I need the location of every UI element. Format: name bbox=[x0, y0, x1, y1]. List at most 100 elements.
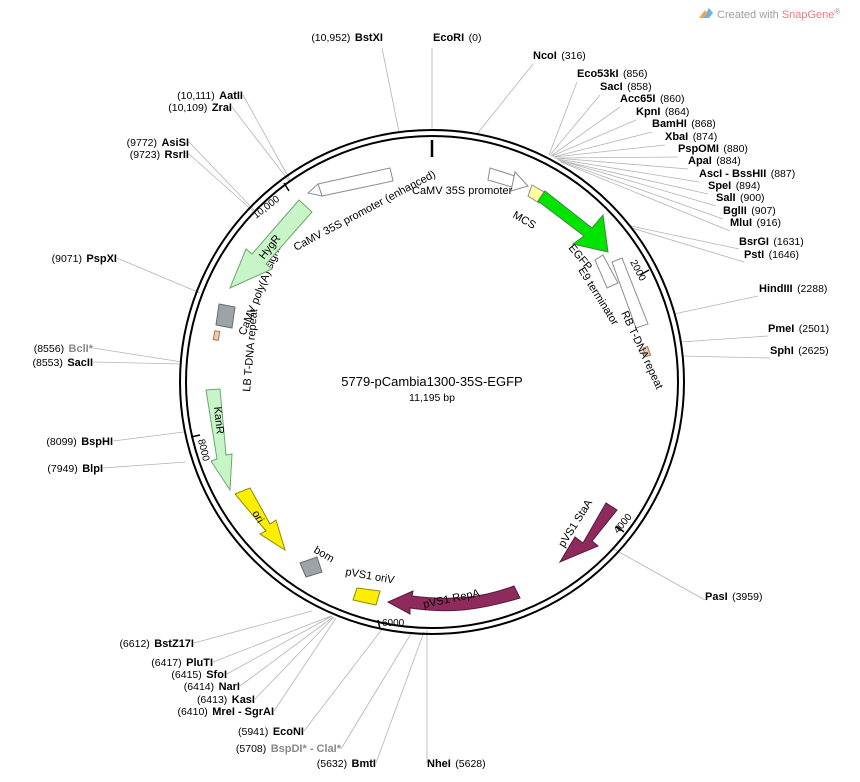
site-name: BclI* bbox=[69, 343, 94, 355]
site-name: Eco53kI bbox=[577, 68, 619, 80]
features: CaMV 35S promoter (enhanced) CaMV 35S pr… bbox=[205, 167, 665, 615]
site-position: (6612) bbox=[119, 638, 149, 650]
site-position: (0) bbox=[469, 32, 482, 44]
restriction-site-label: (7949) BlpI bbox=[47, 459, 103, 476]
site-position: (9071) bbox=[52, 253, 82, 265]
site-name: MluI bbox=[730, 217, 752, 229]
site-name: PasI bbox=[705, 591, 728, 603]
site-name: MreI - SgrAI bbox=[212, 706, 274, 718]
restriction-site-label: BamHI (868) bbox=[652, 114, 716, 131]
site-position: (916) bbox=[756, 217, 781, 229]
site-position: (6417) bbox=[151, 657, 181, 669]
feature-hygr: HygR bbox=[229, 199, 313, 289]
site-name: XbaI bbox=[665, 131, 688, 143]
restriction-site-label: (5941) EcoNI bbox=[238, 722, 304, 739]
site-leader-line bbox=[212, 615, 332, 663]
feature-kanr: KanR bbox=[205, 388, 233, 492]
site-name: AatII bbox=[219, 90, 243, 102]
site-leader-line bbox=[92, 347, 183, 363]
feature-mcs: MCS bbox=[511, 184, 545, 232]
site-name: BmtI bbox=[352, 758, 376, 770]
site-position: (8556) bbox=[34, 343, 64, 355]
site-name: ApaI bbox=[688, 155, 712, 167]
site-leader-line bbox=[381, 47, 400, 133]
site-position: (1631) bbox=[773, 236, 803, 248]
site-name: BspHI bbox=[81, 436, 113, 448]
plasmid-name: 5779-pCambia1300-35S-EGFP bbox=[341, 374, 522, 389]
restriction-site-label: (10,109) ZraI bbox=[168, 98, 232, 115]
svg-text:10,000: 10,000 bbox=[251, 194, 282, 222]
site-name: ZraI bbox=[212, 102, 232, 114]
site-position: (5708) bbox=[236, 743, 266, 755]
site-name: SacI bbox=[600, 81, 623, 93]
restriction-site-label: EcoRI (0) bbox=[433, 28, 481, 45]
site-position: (5628) bbox=[455, 758, 485, 770]
site-position: (887) bbox=[771, 168, 796, 180]
restriction-site-label: MluI (916) bbox=[730, 213, 781, 230]
site-name: BspDI* - ClaI* bbox=[271, 743, 342, 755]
site-position: (6415) bbox=[171, 669, 201, 681]
restriction-site-label: BsrGI (1631) bbox=[739, 232, 804, 249]
feature-ori: ori bbox=[234, 487, 286, 552]
restriction-site-label: SacI (858) bbox=[600, 77, 652, 94]
site-name: BsrGI bbox=[739, 236, 769, 248]
feature-pvs1-repa: pVS1 RepA bbox=[386, 585, 521, 615]
site-position: (907) bbox=[751, 205, 776, 217]
feature-rb-tdna-frame bbox=[611, 257, 649, 329]
restriction-site-label: SpeI (894) bbox=[708, 176, 760, 193]
svg-text:RB T-DNA repeat: RB T-DNA repeat bbox=[618, 309, 665, 391]
site-leader-line bbox=[239, 616, 334, 687]
site-leader-line bbox=[558, 159, 717, 207]
site-position: (10,111) bbox=[177, 90, 215, 102]
site-position: (880) bbox=[723, 143, 748, 155]
svg-text:MCS: MCS bbox=[511, 209, 538, 232]
svg-text:8000: 8000 bbox=[195, 438, 211, 463]
site-leader-line bbox=[555, 157, 689, 170]
site-name: HindIII bbox=[759, 283, 793, 295]
site-leader-line bbox=[273, 617, 337, 712]
restriction-site-label: (5708) BspDI* - ClaI* bbox=[236, 739, 342, 756]
site-leader-line bbox=[231, 106, 290, 182]
restriction-site-label: (8099) BspHI bbox=[46, 432, 113, 449]
site-leader-line bbox=[193, 610, 313, 644]
feature-camv-35s-promoter-enhanced: CaMV 35S promoter (enhanced) bbox=[292, 167, 438, 254]
site-leader-line bbox=[631, 227, 745, 263]
site-position: (9723) bbox=[130, 149, 160, 161]
site-position: (900) bbox=[740, 192, 765, 204]
restriction-site-label: (6410) MreI - SgrAI bbox=[177, 702, 274, 719]
restriction-site-label: SalI (900) bbox=[716, 188, 765, 205]
site-name: KasI bbox=[232, 694, 255, 706]
restriction-site-label: Eco53kI (856) bbox=[577, 64, 648, 81]
restriction-site-label: (8553) SacII bbox=[33, 353, 94, 370]
site-name: EcoRI bbox=[433, 32, 464, 44]
site-leader-line bbox=[242, 94, 291, 181]
svg-text:Created with SnapGene®: Created with SnapGene® bbox=[717, 7, 840, 21]
site-leader-line bbox=[188, 141, 255, 211]
site-position: (860) bbox=[660, 93, 685, 105]
site-leader-line bbox=[226, 615, 333, 675]
feature-pvs1-staa: pVS1 StaA bbox=[556, 497, 618, 564]
site-name: SpeI bbox=[708, 180, 731, 192]
site-position: (894) bbox=[736, 180, 761, 192]
site-leader-line bbox=[681, 355, 771, 359]
credit-registered-mark: ® bbox=[834, 7, 840, 16]
site-position: (8553) bbox=[33, 357, 63, 369]
site-name: SacII bbox=[67, 357, 93, 369]
site-position: (316) bbox=[561, 50, 586, 62]
feature-rb-tdna-repeat: RB T-DNA repeat bbox=[618, 309, 665, 391]
restriction-site-label: (6414) NarI bbox=[184, 677, 240, 694]
site-name: PstI bbox=[744, 249, 764, 261]
site-name: PspOMI bbox=[678, 143, 719, 155]
site-leader-line bbox=[340, 631, 413, 750]
site-leader-line bbox=[679, 335, 769, 343]
restriction-site-label: (10,111) AatII bbox=[177, 86, 243, 103]
site-name: RsrII bbox=[165, 149, 189, 161]
restriction-site-label: (6413) KasI bbox=[197, 690, 255, 707]
site-name: KpnI bbox=[636, 106, 660, 118]
site-leader-line bbox=[102, 461, 187, 469]
tick-6000: 6000 bbox=[377, 618, 405, 630]
restriction-site-label: KpnI (864) bbox=[636, 102, 689, 119]
site-name: NheI bbox=[427, 758, 451, 770]
